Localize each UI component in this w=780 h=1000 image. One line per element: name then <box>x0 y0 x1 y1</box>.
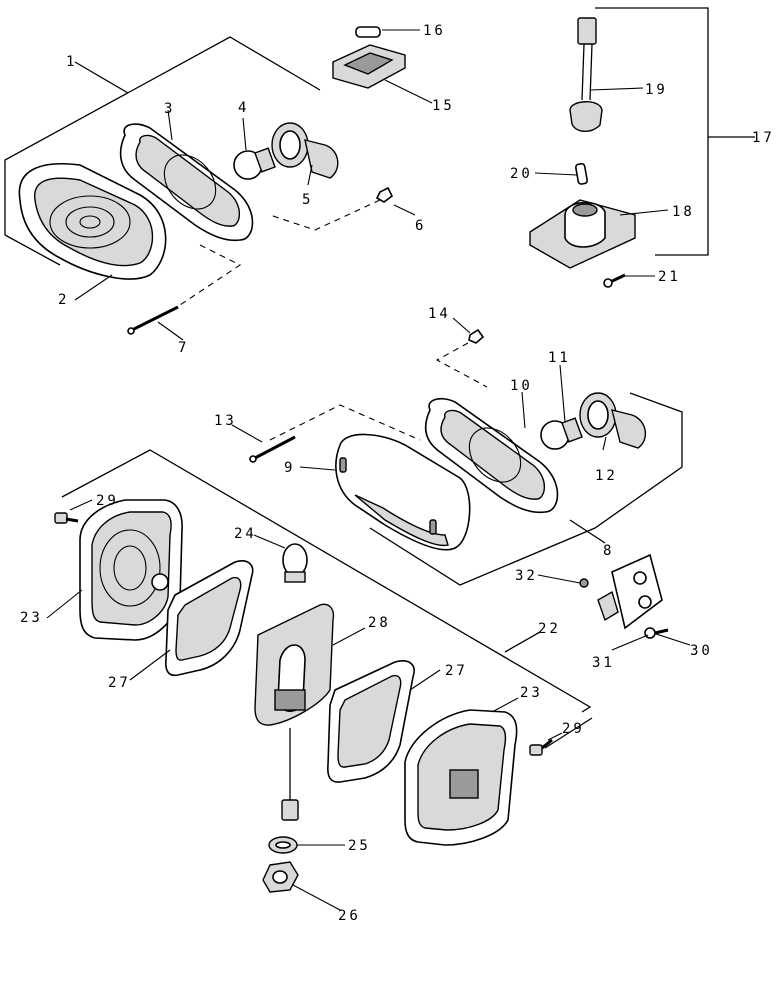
callout-25: 25 <box>348 838 371 854</box>
callout-23-right: 23 <box>520 685 543 701</box>
callout-9: 9 <box>284 460 295 476</box>
screw-part <box>127 305 179 335</box>
bulb-11-part <box>540 417 583 450</box>
callout-labels: 1 2 3 4 5 6 7 8 9 10 11 12 13 14 15 16 1… <box>20 23 775 924</box>
callout-4: 4 <box>238 100 249 116</box>
group-1-bracket <box>4 36 321 266</box>
socket-12-part <box>579 392 647 449</box>
callout-3: 3 <box>164 101 175 117</box>
callout-5: 5 <box>302 192 313 208</box>
callout-18: 18 <box>672 204 695 220</box>
callout-31: 31 <box>592 655 615 671</box>
harness-part <box>569 17 603 132</box>
callout-17: 17 <box>752 130 775 146</box>
callout-10: 10 <box>510 378 533 394</box>
callout-20: 20 <box>510 166 533 182</box>
small-bulb-part <box>355 26 381 38</box>
nut-32-part <box>579 578 589 588</box>
screw-29-right-part <box>529 738 553 756</box>
callout-26: 26 <box>338 908 361 924</box>
callout-11: 11 <box>548 350 571 366</box>
callout-12: 12 <box>595 468 618 484</box>
callout-13: 13 <box>214 413 237 429</box>
callout-7: 7 <box>178 340 189 356</box>
square-lens-right-part <box>404 709 518 846</box>
callout-32: 32 <box>515 568 538 584</box>
pin-part <box>574 162 588 185</box>
callout-15: 15 <box>432 98 455 114</box>
callout-28: 28 <box>368 615 391 631</box>
plate-lamp-part <box>332 44 406 89</box>
callout-29-right: 29 <box>562 721 585 737</box>
callout-27-left: 27 <box>108 675 131 691</box>
callout-19: 19 <box>645 82 668 98</box>
callout-23-left: 23 <box>20 610 43 626</box>
callout-24: 24 <box>234 526 257 542</box>
reflector-part <box>254 603 335 821</box>
square-gasket-left-part <box>165 560 254 677</box>
socket-part <box>271 122 339 179</box>
nut-part <box>375 186 394 203</box>
nut-26-part <box>262 861 299 893</box>
gasket-10-part <box>424 398 559 514</box>
callout-22: 22 <box>538 621 561 637</box>
callout-1: 1 <box>66 54 77 70</box>
mount-bracket-part <box>597 553 663 630</box>
callout-29-left: 29 <box>96 493 119 509</box>
callout-2: 2 <box>58 292 69 308</box>
callout-14: 14 <box>428 306 451 322</box>
nut-14-part <box>468 328 485 344</box>
square-lens-left-part <box>79 499 183 641</box>
square-gasket-right-part <box>327 660 415 783</box>
callout-21: 21 <box>658 269 681 285</box>
callout-6: 6 <box>415 218 426 234</box>
screw-29-left-part <box>54 512 79 524</box>
washer-part <box>268 836 298 854</box>
gasket-part <box>119 123 254 242</box>
lens-part <box>18 163 167 280</box>
screw-13-part <box>249 435 296 463</box>
bulb-part <box>233 147 276 180</box>
base-plate-part <box>529 199 636 269</box>
bulb-24-part <box>282 543 308 583</box>
callout-27-right: 27 <box>445 663 468 679</box>
housing-part <box>335 433 471 551</box>
screw-21-part <box>603 273 626 288</box>
callout-30: 30 <box>690 643 713 659</box>
callout-8: 8 <box>603 543 614 559</box>
callout-16: 16 <box>423 23 446 39</box>
